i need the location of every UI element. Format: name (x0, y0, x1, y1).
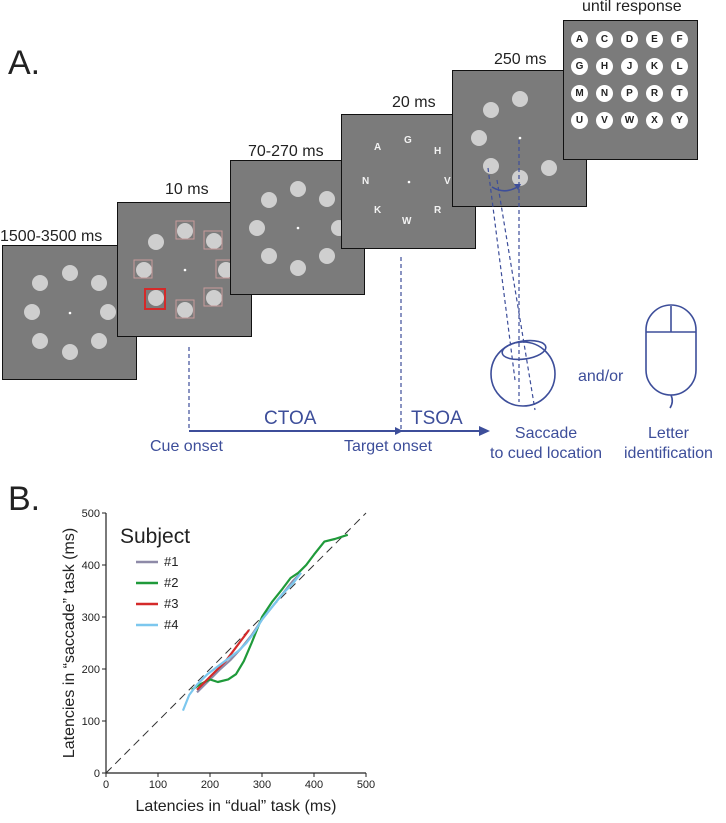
target-letter-array (407, 180, 411, 184)
response-letter-option[interactable]: K (646, 58, 663, 75)
duration-label-mask: 250 ms (494, 51, 547, 68)
response-letter-option[interactable]: C (596, 31, 613, 48)
mouse-icon (645, 304, 697, 409)
letter-label-line2: identification (624, 445, 713, 462)
response-letter-option[interactable]: Y (671, 112, 688, 129)
saccade-line-right (496, 179, 536, 411)
duration-label-target: 20 ms (392, 94, 436, 111)
legend-entry: #2 (164, 575, 178, 590)
letter-identification-label: Letter identification (624, 424, 713, 464)
target-letter: K (374, 205, 382, 216)
response-letter-option[interactable]: R (646, 85, 663, 102)
x-axis-label: Latencies in “dual” task (ms) (136, 798, 337, 815)
eye-icon (490, 339, 556, 407)
duration-label-response: until response (582, 0, 682, 15)
x-tick-label: 400 (305, 779, 323, 791)
cue-onset-label: Cue onset (150, 438, 223, 455)
target-letter: H (434, 146, 442, 157)
identity-line (105, 512, 367, 774)
panel-a-label: A. (8, 44, 41, 82)
response-letter-option[interactable]: V (596, 112, 613, 129)
ctoa-label: CTOA (264, 408, 317, 429)
x-tick-label: 100 (149, 779, 167, 791)
target-letter: G (404, 135, 412, 146)
placeholder-array (249, 181, 347, 276)
saccade-line-left (487, 167, 516, 381)
target-letter: V (444, 176, 451, 187)
saccade-arc (491, 185, 520, 192)
y-tick-label: 400 (82, 560, 100, 572)
saccade-label: Saccade to cued location (490, 424, 602, 464)
mask-array (471, 91, 557, 186)
response-letter-option[interactable]: P (621, 85, 638, 102)
andor-label: and/or (578, 368, 624, 385)
saccade-label-line1: Saccade (514, 425, 578, 442)
response-letter-option[interactable]: N (596, 85, 613, 102)
response-letter-option[interactable]: A (571, 31, 588, 48)
response-letter-option[interactable]: H (596, 58, 613, 75)
response-letter-option[interactable]: W (621, 112, 638, 129)
target-letter: R (434, 205, 442, 216)
y-tick-label: 200 (82, 664, 100, 676)
y-axis-label: Latencies in “saccade” task (ms) (61, 528, 78, 758)
target-onset-label: Target onset (344, 438, 433, 455)
x-tick-label: 200 (201, 779, 219, 791)
letter-label-line1: Letter (648, 425, 689, 442)
x-tick-label: 500 (357, 779, 375, 791)
timeline-overlay (188, 140, 697, 436)
response-letter-option[interactable]: J (621, 58, 638, 75)
fixation-screen (2, 245, 137, 380)
y-tick-label: 300 (82, 612, 100, 624)
duration-label-cue: 10 ms (165, 181, 209, 198)
response-letter-option[interactable]: G (571, 58, 588, 75)
legend-entry: #3 (164, 596, 178, 611)
target-letter: W (402, 216, 412, 227)
x-tick-label: 300 (253, 779, 271, 791)
duration-label-interval: 70-270 ms (248, 143, 324, 160)
x-tick-label: 0 (103, 779, 109, 791)
tsoa-label: TSOA (411, 408, 463, 429)
legend-title: Subject (120, 525, 190, 548)
response-letter-option[interactable]: L (671, 58, 688, 75)
timeline-arrow (189, 426, 490, 436)
y-tick-label: 0 (94, 768, 100, 780)
response-letter-option[interactable]: E (646, 31, 663, 48)
series-line-subject-2 (191, 533, 349, 691)
cue-screen (117, 202, 252, 337)
target-letter: N (362, 176, 370, 187)
response-letter-option[interactable]: U (571, 112, 588, 129)
legend-entry: #4 (164, 617, 178, 632)
response-letter-option[interactable]: F (671, 31, 688, 48)
legend-entry: #1 (164, 554, 178, 569)
placeholder-array (24, 265, 116, 360)
response-letter-option[interactable]: X (646, 112, 663, 129)
target-letter: A (374, 142, 382, 153)
series-line-subject-4 (181, 572, 302, 712)
duration-label-fixation: 1500-3500 ms (0, 228, 103, 245)
response-letter-option[interactable]: T (671, 85, 688, 102)
response-letter-option[interactable]: M (571, 85, 588, 102)
y-tick-label: 100 (82, 716, 100, 728)
y-tick-label: 500 (82, 508, 100, 520)
response-letter-option[interactable]: D (621, 31, 638, 48)
saccade-label-line2: to cued location (490, 445, 603, 462)
panel-b-label: B. (8, 480, 41, 518)
